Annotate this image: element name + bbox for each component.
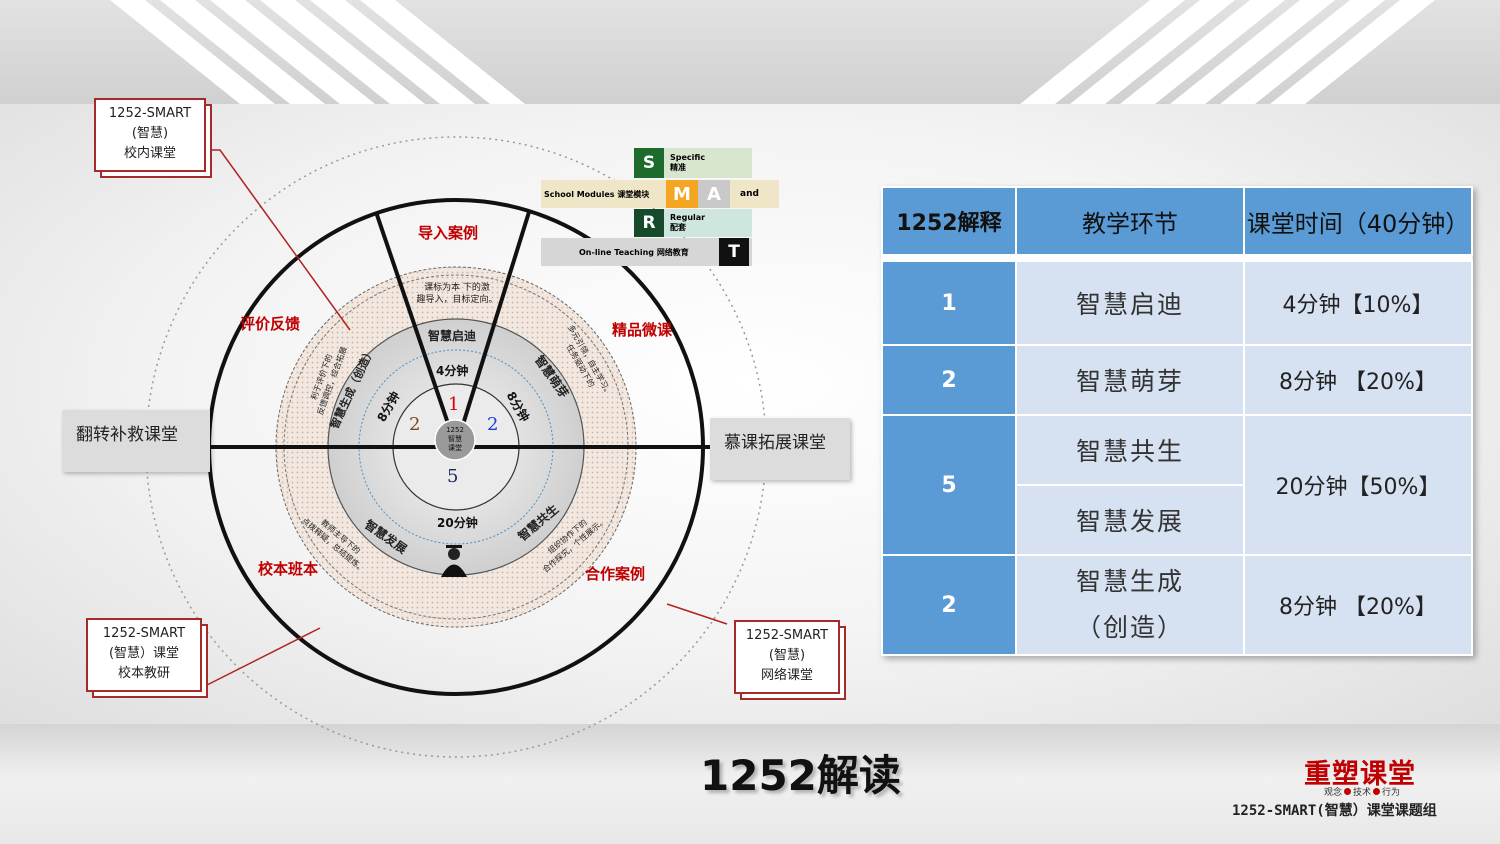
smart-and: and [740,189,759,199]
smart-a-letter: A [698,180,730,208]
ceiling-lights [110,0,1435,104]
table-row4-time: 8分钟 【20%】 [1243,554,1473,656]
table-header-1: 1252解释 [881,186,1017,256]
label-jingpin: 精品微课 [612,321,673,339]
smart-t-row: On-line Teaching 网络教育 T [541,238,752,266]
callout-leaders [205,149,728,686]
smart-s-row: S Specific 精准 [634,148,752,178]
smart-r-text: Regular 配套 [670,213,705,233]
smart-r-text1: Regular [670,213,706,222]
table-row2-num: 2 [881,344,1017,416]
callout-bottom-left: 1252-SMART (智慧）课堂 校本教研 [86,618,202,692]
table-row3-time: 20分钟【50%】 [1243,414,1473,556]
wedge-left-line [374,211,458,448]
table-row3-num: 5 [881,414,1017,556]
callout-bl-line2: (智慧）课堂 [108,646,180,661]
callout-bl-line1: 1252-SMART [102,626,186,641]
table-row4-step-cell: 智慧生成 （创造） [1015,554,1245,656]
table-row4-step: 智慧生成 [1075,567,1184,596]
smart-s-text2: 精准 [670,163,686,172]
brand-slogan: 观念技术行为 [1324,785,1400,798]
floor [0,724,1500,844]
ring-text-top: 课标为本 下的激 趣导入，目标定向。 [412,282,502,306]
table-row1-time: 4分钟【10%】 [1243,260,1473,346]
smart-s-text1: Specific [670,153,706,162]
center-label: 1252 智慧 课堂 [440,426,470,453]
page-title: 1252解读 [700,751,901,800]
slogan-3: 行为 [1382,788,1401,798]
label-xiaoben: 校本班本 [258,560,319,578]
smart-m-left: School Modules 课堂模块 [544,189,650,199]
smart-s-letter: S [634,148,664,178]
center-hub [434,419,476,461]
smart-m-letter: M [666,180,698,208]
ring-text-top-line1: 课标为本 下的激 [424,283,490,293]
slogan-1: 观念 [1324,788,1343,798]
number-5: 5 [447,466,459,487]
center-line2: 智慧 [448,435,462,443]
table-row4-step-sub: （创造） [1075,613,1184,642]
label-daoru: 导入案例 [418,224,479,242]
number-2-left: 2 [409,414,421,435]
callout-tl-line2: (智慧) [131,126,169,141]
label-pingjia: 评价反馈 [240,315,301,333]
table-header-2: 教学环节 [1015,186,1245,256]
dot-icon [1373,788,1381,795]
callout-br-line1: 1252-SMART [745,628,829,643]
table-row2-time: 8分钟 【20%】 [1243,344,1473,416]
center-line3: 课堂 [448,444,462,452]
inner-qidi: 智慧启迪 [428,329,477,343]
callout-top-left: 1252-SMART (智慧) 校内课堂 [94,98,206,172]
callout-tl-line3: 校内课堂 [123,146,176,161]
label-hezuo: 合作案例 [585,565,646,583]
number-1: 1 [448,394,460,415]
callout-br-line3: 网络课堂 [760,668,813,683]
table-row3-step2: 智慧发展 [1015,484,1245,556]
table-row1-step: 智慧启迪 [1015,260,1245,346]
smart-r-letter: R [634,209,664,237]
side-label-right: 慕课拓展课堂 [710,418,850,480]
smart-r-row: R Regular 配套 [634,209,752,237]
table-row3-step: 智慧共生 [1015,414,1245,486]
explanation-table: 1252解释 教学环节 课堂时间（40分钟） 1 智慧启迪 4分钟【10%】 2… [881,186,1473,656]
table-row2-step: 智慧萌芽 [1015,344,1245,416]
center-line1: 1252 [446,426,464,434]
wedge-right-line [454,211,531,448]
table-row1-num: 1 [881,260,1017,346]
smart-m-row: School Modules 课堂模块 M A and [541,180,779,208]
table-row4-num: 2 [881,554,1017,656]
time-20: 20分钟 [437,516,478,530]
number-2-right: 2 [487,414,499,435]
dot-icon [1344,788,1352,795]
table-header-3: 课堂时间（40分钟） [1243,186,1473,256]
time-4: 4分钟 [436,364,469,378]
smart-t-letter: T [719,238,749,266]
side-label-left: 翻转补救课堂 [62,410,210,472]
callout-bl-line3: 校本教研 [117,666,170,681]
group-name: 1252-SMART(智慧）课堂课题组 [1232,803,1437,819]
callout-bottom-right: 1252-SMART (智慧) 网络课堂 [734,620,840,694]
brand-logo: 重塑课堂 [1304,759,1416,790]
callout-br-line2: (智慧) [768,648,806,663]
teacher-icon [441,545,467,577]
slogan-2: 技术 [1353,788,1372,798]
smart-t-text: On-line Teaching 网络教育 [579,247,689,257]
callout-tl-line1: 1252-SMART [108,106,192,121]
ring-text-top-line2: 趣导入，目标定向。 [416,295,498,305]
smart-s-text: Specific 精准 [670,153,705,173]
smart-r-text2: 配套 [670,223,686,232]
